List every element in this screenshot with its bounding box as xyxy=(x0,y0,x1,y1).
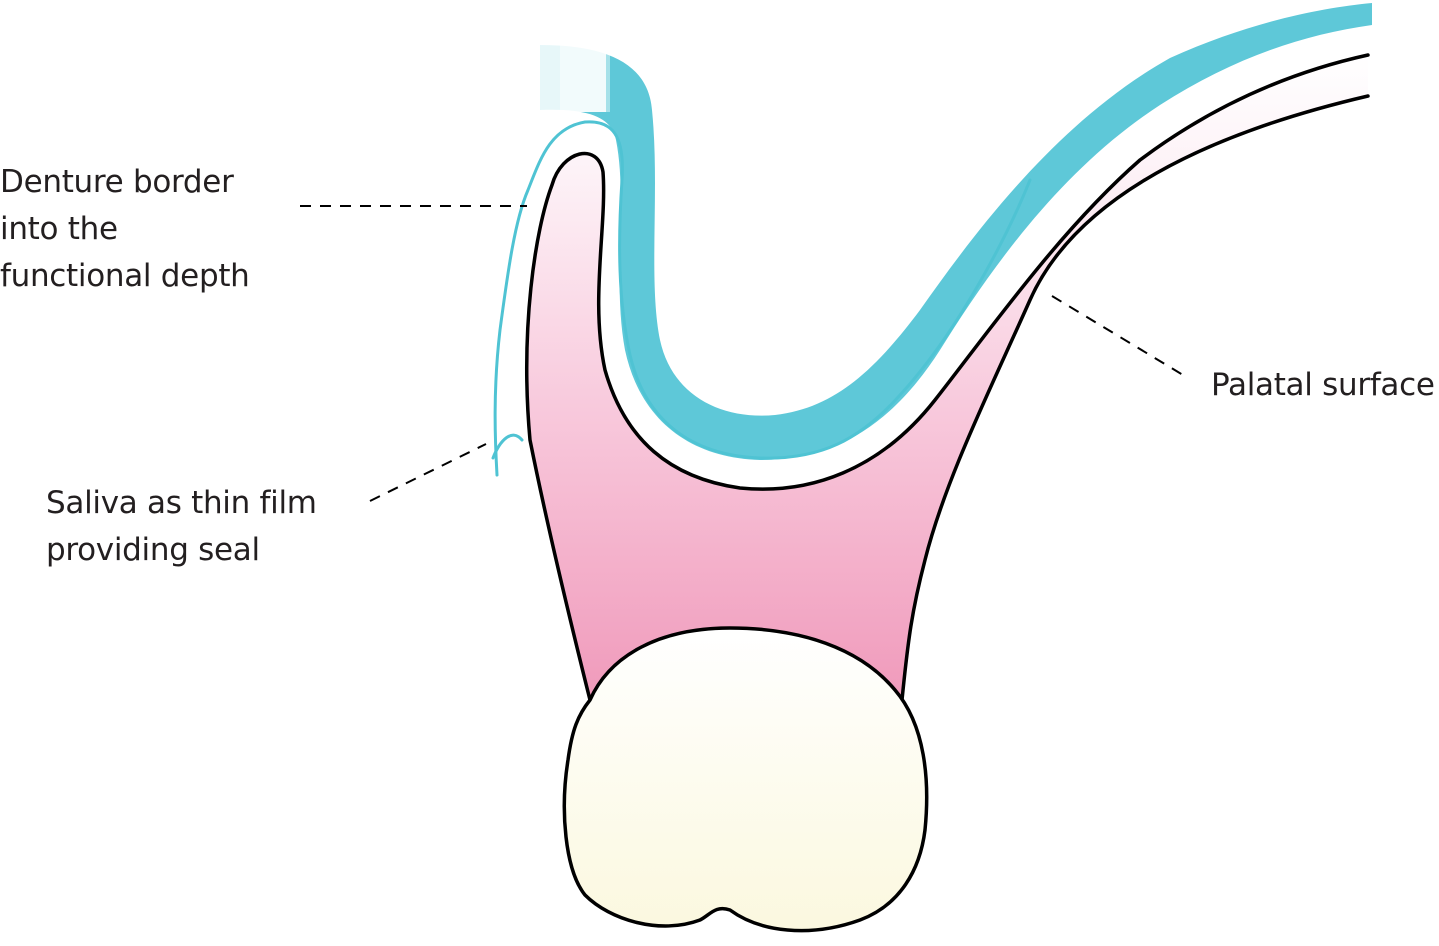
label-saliva-line-2: providing seal xyxy=(46,532,260,568)
label-palatal-surface: Palatal surface xyxy=(1211,362,1435,409)
leader-palatal xyxy=(1051,295,1189,379)
leader-saliva xyxy=(369,443,487,502)
label-saliva: Saliva as thin film providing seal xyxy=(46,480,317,574)
label-denture-border: Denture border into the functional depth xyxy=(0,159,250,300)
label-denture-border-line-1: Denture border xyxy=(0,164,234,200)
denture-fade-mask xyxy=(536,42,606,112)
denture-fade-mask-2 xyxy=(560,42,610,112)
ridge-outline xyxy=(525,53,1370,702)
tooth-crown xyxy=(562,626,929,933)
alveolar-mucosa xyxy=(526,55,1368,700)
denture-intaglio-line xyxy=(493,120,1032,477)
palatal-surface-outline xyxy=(900,94,1370,702)
label-saliva-line-1: Saliva as thin film xyxy=(46,485,317,521)
label-denture-border-line-3: functional depth xyxy=(0,258,250,294)
label-denture-border-line-2: into the xyxy=(0,211,118,247)
denture-flange-line xyxy=(491,433,524,460)
label-palatal-line-1: Palatal surface xyxy=(1211,367,1435,403)
